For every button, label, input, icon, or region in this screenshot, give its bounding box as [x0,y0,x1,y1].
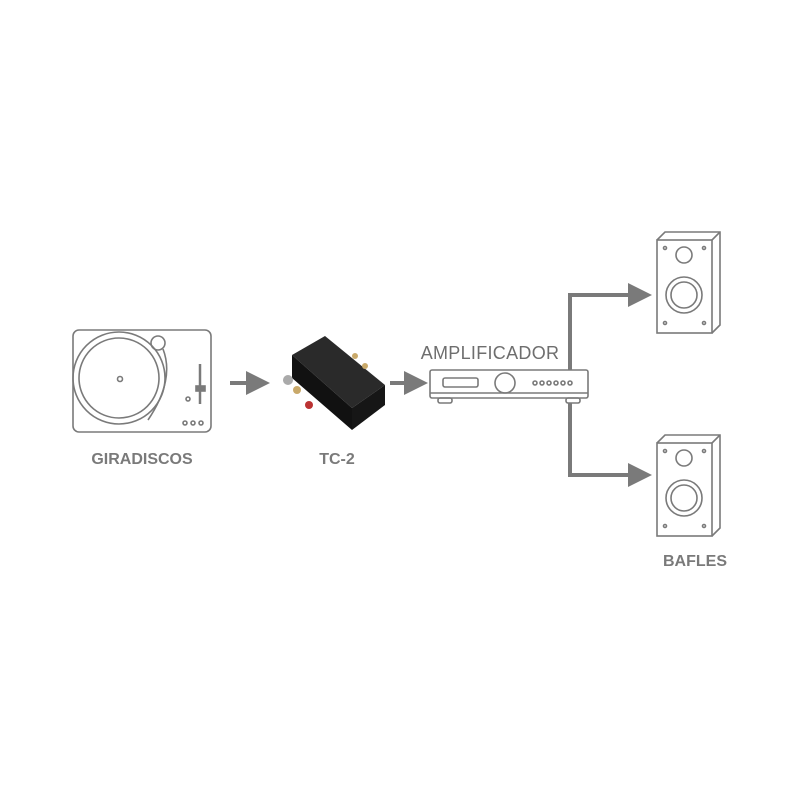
speaker-connection-lines [568,283,652,487]
speaker-bottom-icon [656,434,721,537]
turntable-label: GIRADISCOS [91,451,193,468]
tc2-device-image [283,336,385,430]
speakers-label: BAFLES [663,553,727,570]
amplifier-label: AMPLIFICADOR [420,343,560,363]
turntable-icon [72,329,212,433]
speaker-top-icon [656,231,721,334]
amplifier-icon [429,369,589,404]
tc2-label: TC-2 [319,451,355,468]
